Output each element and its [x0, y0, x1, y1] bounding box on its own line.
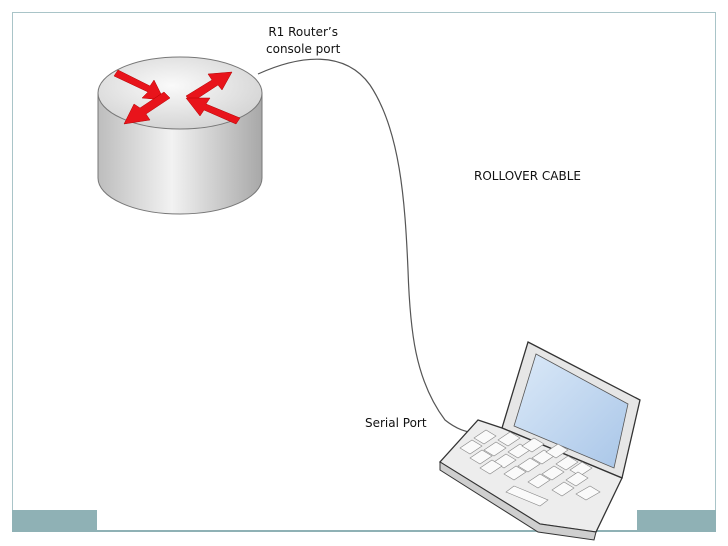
rollover-cable-label: ROLLOVER CABLE [474, 169, 581, 183]
router-label-line2: console port [266, 42, 341, 56]
footer-line [97, 530, 637, 532]
footer-accent-left [12, 510, 97, 532]
router-label-line1: R1 Router’s [268, 25, 338, 39]
serial-port-label: Serial Port [365, 416, 427, 430]
router-icon [97, 56, 263, 215]
laptop-icon [438, 341, 641, 541]
router-console-port-label: R1 Router’s console port [266, 24, 340, 58]
footer-accent-right [637, 510, 716, 532]
rollover-cable [257, 58, 479, 435]
